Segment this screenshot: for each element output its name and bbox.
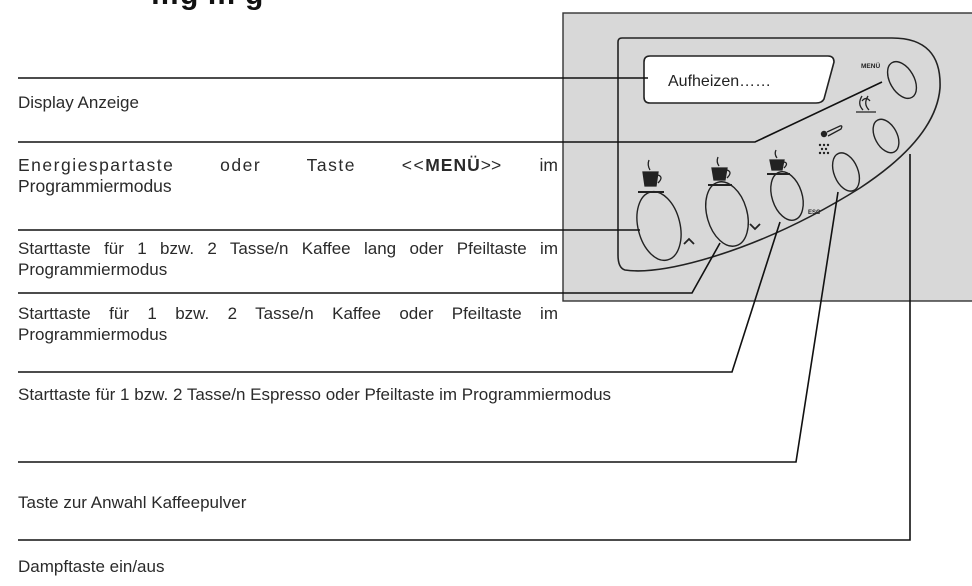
espresso-button[interactable] [765, 168, 809, 225]
cup-small-icon [767, 149, 790, 175]
label-coffee-long: Starttaste für 1 bzw. 2 Tasse/n Kaffee l… [18, 239, 558, 279]
leader-lines [18, 77, 911, 541]
leader-line-powder [18, 191, 839, 463]
cup-large-icon [638, 159, 664, 193]
label-coffee: Starttaste für 1 bzw. 2 Tasse/n Kaffee o… [18, 304, 558, 344]
page-title-fragment: …g … g [0, 0, 420, 10]
menu-label: MENÜ [861, 61, 880, 70]
display-text: Aufheizen…… [668, 73, 771, 90]
leader-line-coffee [18, 242, 721, 294]
arrow-up-icon [683, 237, 695, 245]
powder-icon [818, 125, 843, 155]
label-powder: Taste zur Anwahl Kaffeepulver [18, 493, 247, 512]
leader-line-espresso [18, 221, 781, 373]
arrow-down-icon [749, 223, 761, 231]
leader-line-menu [18, 81, 883, 143]
label-display: Display Anzeige [18, 93, 139, 112]
menu-button[interactable] [882, 57, 923, 104]
coffee-button[interactable] [699, 177, 756, 251]
label-menu: Energiespartaste oder Taste <<MENÜ>> im … [18, 155, 558, 196]
display-screen [643, 55, 835, 104]
label-espresso: Starttaste für 1 bzw. 2 Tasse/n Espresso… [18, 385, 612, 404]
cup-medium-icon [708, 156, 732, 186]
esc-label: ESC [808, 210, 821, 216]
page-title: …g … g [150, 0, 263, 10]
powder-button[interactable] [827, 149, 864, 195]
steam-button[interactable] [868, 115, 904, 157]
steam-icon [856, 95, 876, 113]
leader-line-steam [18, 154, 911, 541]
label-steam: Dampftaste ein/aus [18, 557, 165, 576]
